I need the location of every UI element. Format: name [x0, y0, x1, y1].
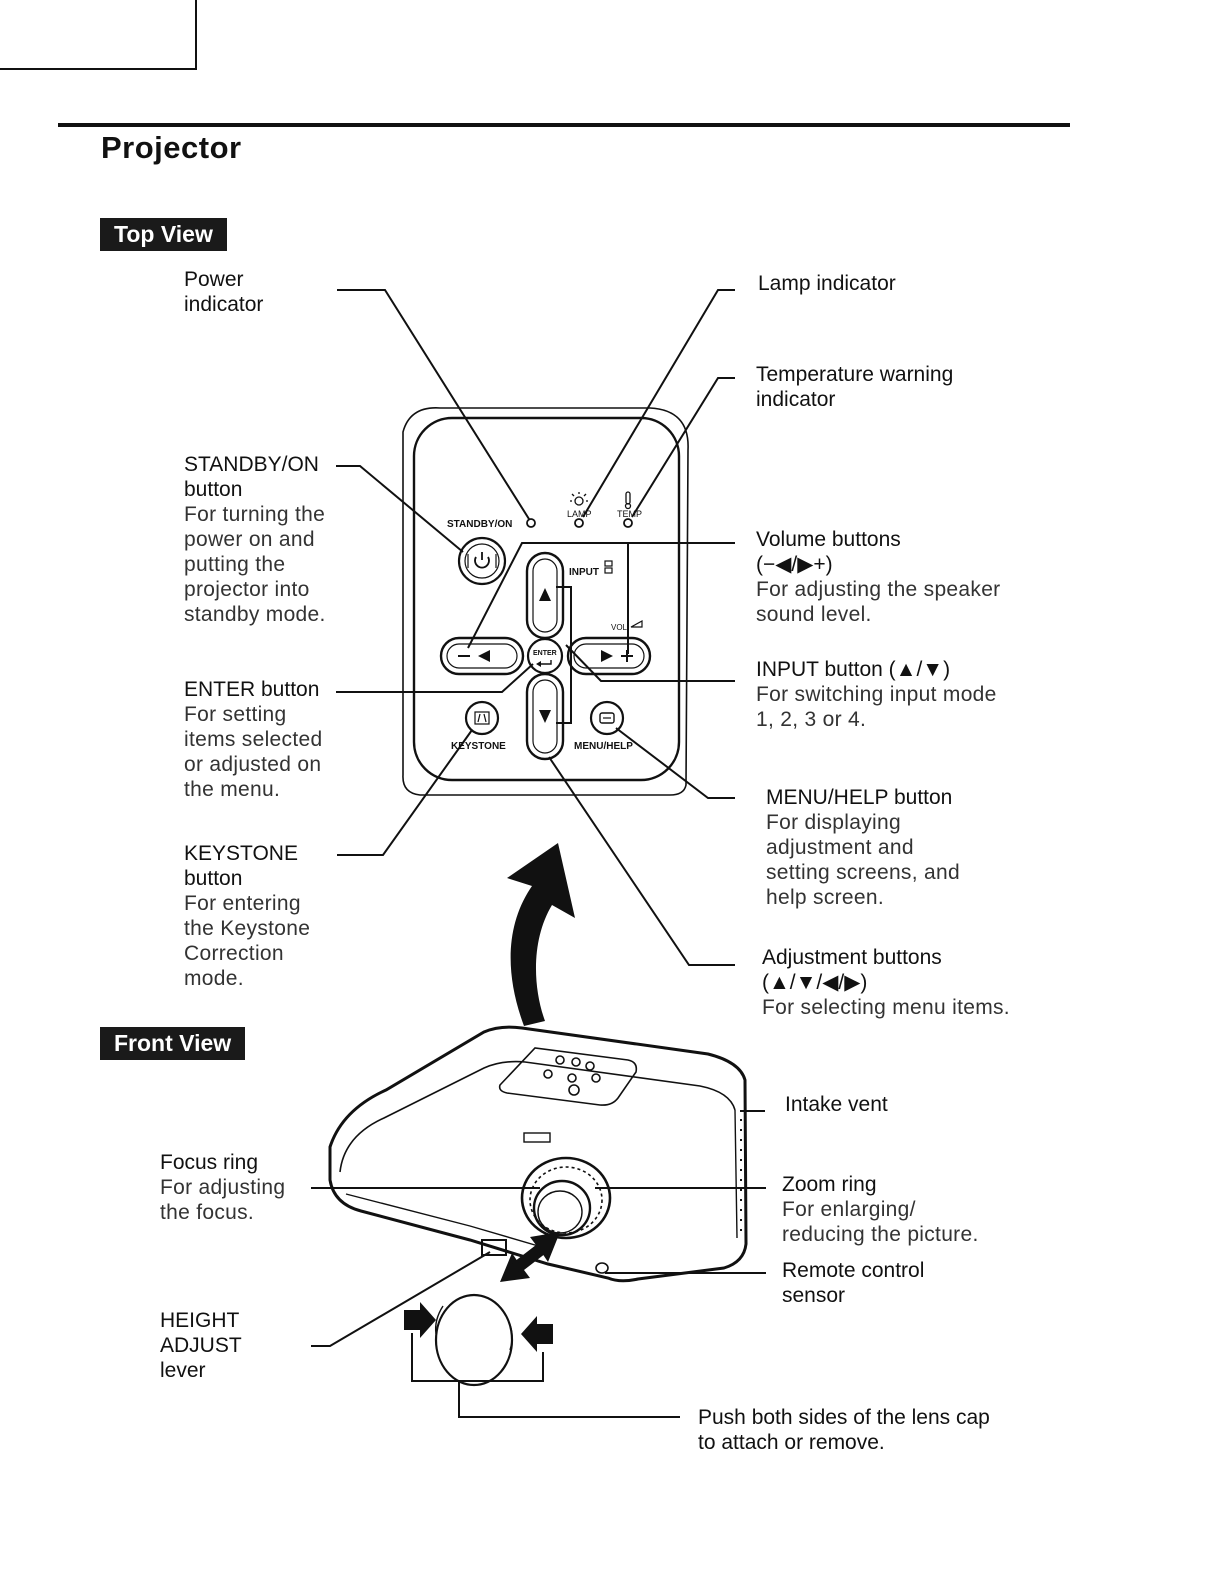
down-input-button[interactable]	[525, 672, 565, 761]
thermometer-icon	[624, 491, 632, 510]
brand-logo	[523, 1132, 551, 1143]
temp-indicator-light	[623, 518, 633, 528]
volume-up-button[interactable]	[566, 636, 652, 676]
panel-enter-text: ENTER	[533, 650, 557, 657]
enter-button-label: ENTER button For setting items selected …	[184, 678, 323, 801]
push-arrow-left	[404, 1302, 436, 1338]
lens-cap	[434, 1293, 514, 1387]
panel-vol-text: VOL	[611, 623, 628, 632]
lens-cap-label: Push both sides of the lens cap to attac…	[698, 1406, 990, 1454]
panel-keystone-text: KEYSTONE	[451, 741, 506, 752]
lamp-indicator-label: Lamp indicator	[758, 272, 896, 295]
lens-cap-arrow	[500, 1232, 560, 1282]
curved-arrow	[507, 843, 575, 1026]
adjustment-buttons-label: Adjustment buttons (▲/▼/◀/▶) For selecti…	[762, 946, 1010, 1019]
power-indicator-label: Power indicator	[184, 268, 264, 316]
intake-vent-label: Intake vent	[785, 1093, 888, 1116]
vent-hatching	[740, 1119, 742, 1231]
remote-control-sensor-label: Remote control sensor	[782, 1259, 925, 1307]
menu-help-button-label: MENU/HELP button For displaying adjustme…	[766, 786, 960, 909]
projector-top-panel	[498, 1047, 638, 1106]
volume-buttons-label: Volume buttons (−◀/▶+) For adjusting the…	[756, 528, 1001, 626]
panel-temp-text: TEMP	[617, 509, 642, 519]
standby-on-button-label: STANDBY/ON button For turning the power …	[184, 453, 324, 626]
up-input-button[interactable]	[525, 551, 565, 640]
push-arrow-right	[521, 1316, 553, 1352]
enter-button[interactable]	[526, 637, 564, 675]
page-title: Projector	[101, 130, 242, 165]
remote-sensor	[595, 1262, 609, 1274]
leader-lines	[311, 289, 766, 1418]
lamp-icon	[570, 492, 588, 506]
top-view-heading: Top View	[100, 218, 227, 251]
panel-lamp-text: LAMP	[567, 509, 592, 519]
panel-input-text: INPUT	[569, 567, 599, 578]
zoom-ring-label: Zoom ring For enlarging/ reducing the pi…	[782, 1173, 979, 1246]
lamp-indicator-light	[574, 518, 584, 528]
height-adjust-lever[interactable]	[481, 1239, 507, 1256]
control-panel	[402, 407, 689, 796]
volume-icon	[630, 619, 643, 628]
volume-down-button[interactable]	[439, 636, 525, 676]
front-view-heading: Front View	[100, 1027, 246, 1060]
keystone-button[interactable]	[464, 700, 500, 736]
projector-lens	[520, 1156, 612, 1240]
projector-body	[328, 1025, 748, 1283]
input-button-label: INPUT button (▲/▼) For switching input m…	[756, 658, 997, 731]
menu-help-button[interactable]	[589, 700, 625, 736]
panel-menu-text: MENU/HELP	[574, 741, 633, 752]
temperature-warning-label: Temperature warning indicator	[756, 363, 954, 411]
keystone-button-label: KEYSTONE button For entering the Keyston…	[184, 842, 311, 990]
input-icon	[604, 560, 613, 574]
panel-standby-text: STANDBY/ON	[447, 519, 512, 530]
page-corner-frame	[0, 0, 197, 70]
height-adjust-lever-label: HEIGHT ADJUST lever	[160, 1309, 242, 1382]
power-indicator-light	[526, 518, 536, 528]
standby-on-button[interactable]	[457, 536, 507, 586]
header-rule	[58, 123, 1070, 127]
focus-ring-label: Focus ring For adjusting the focus.	[160, 1151, 286, 1224]
